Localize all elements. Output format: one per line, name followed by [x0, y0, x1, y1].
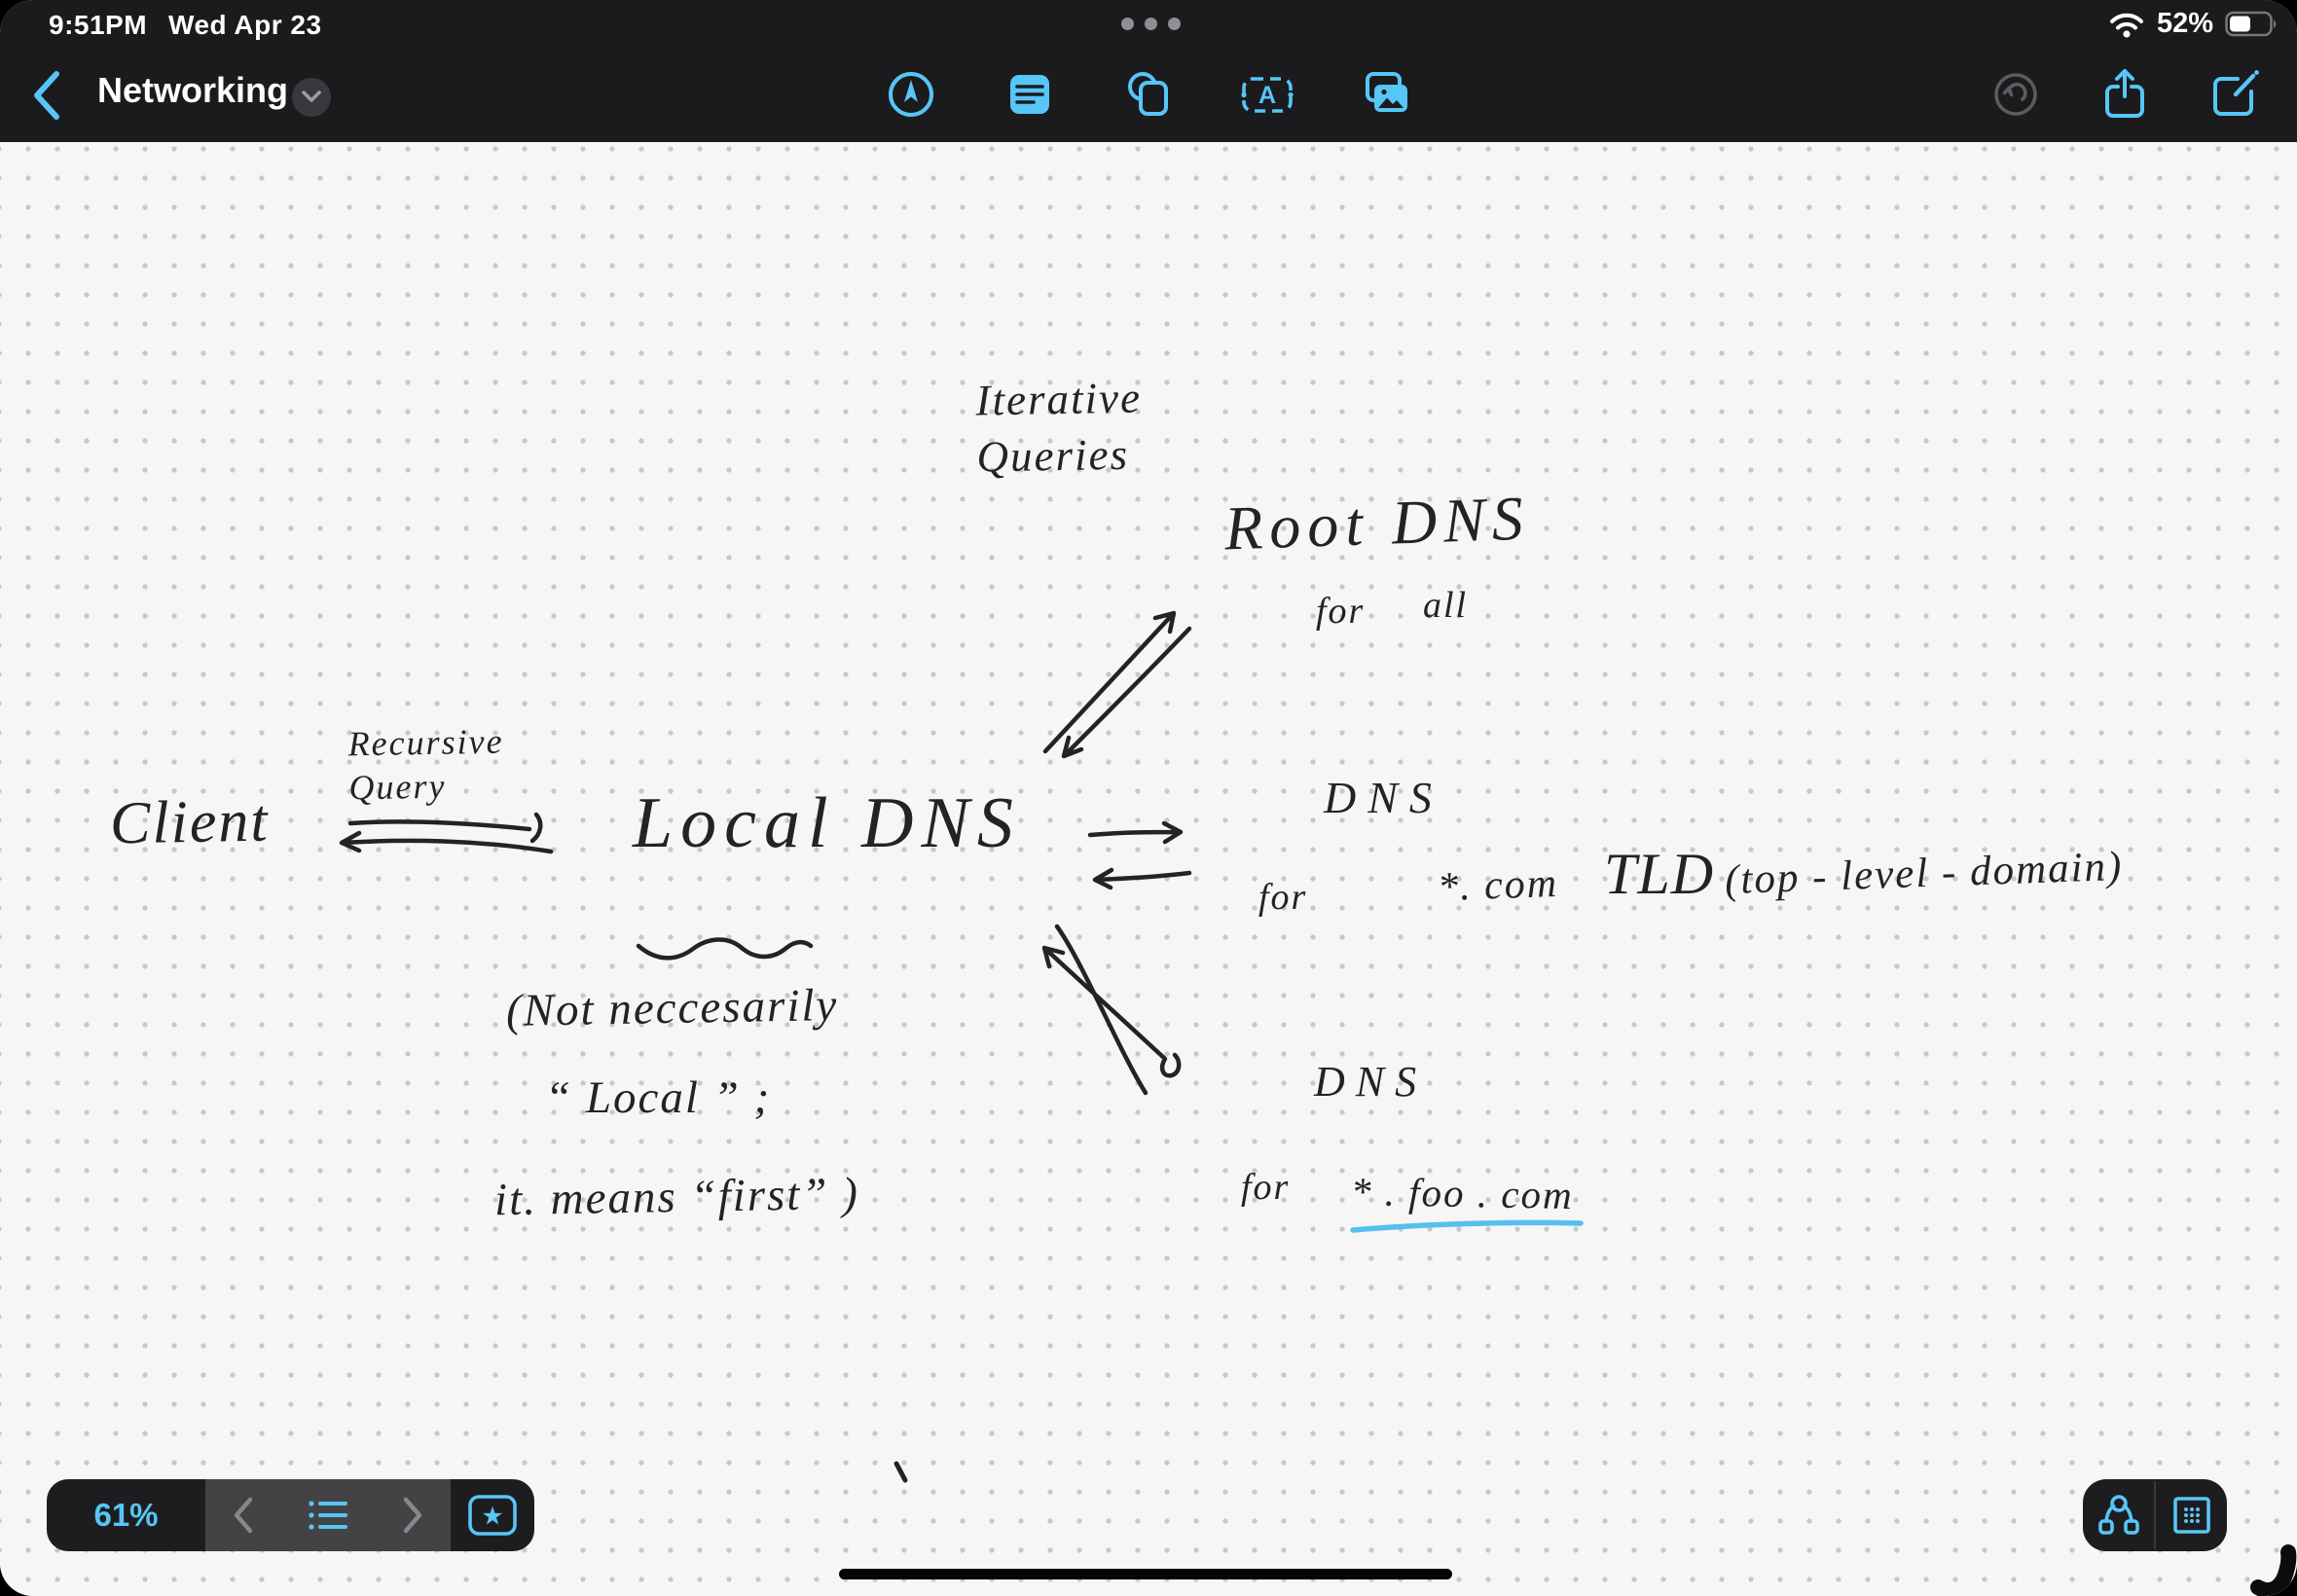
- share-button[interactable]: [2096, 66, 2153, 123]
- share-icon: [2105, 69, 2144, 118]
- photos-icon: [1366, 72, 1407, 112]
- undo-button[interactable]: [1987, 66, 2044, 123]
- page-list-button[interactable]: [308, 1498, 348, 1533]
- document-title: Networking: [97, 70, 289, 110]
- hw-root-all: all: [1423, 585, 1469, 626]
- status-bar: 9:51PM Wed Apr 23 52%: [0, 0, 2297, 47]
- hw-sub-dns: DNS: [1314, 1058, 1428, 1106]
- wifi-icon: [2108, 10, 2145, 39]
- star-icon: ★: [468, 1495, 517, 1536]
- top-bar: 9:51PM Wed Apr 23 52%: [0, 0, 2297, 142]
- page-template-button[interactable]: [2156, 1479, 2227, 1551]
- hw-client: Client: [109, 787, 271, 857]
- hw-tld-abbrev: TLD: [1604, 842, 1715, 906]
- hw-aside-line1: (Not neccesarily: [505, 980, 839, 1036]
- back-button[interactable]: [25, 68, 68, 123]
- new-note-button[interactable]: [2206, 66, 2262, 123]
- list-icon: [309, 1501, 347, 1530]
- battery-icon: [2225, 11, 2279, 38]
- compose-icon: [2213, 70, 2259, 116]
- pen-compass-tool-button[interactable]: [883, 66, 939, 123]
- hw-aside-line3: it. means “first” ): [493, 1168, 860, 1226]
- hw-iterative: Iterative: [975, 373, 1143, 425]
- hw-recursive-query: Recursive Query: [347, 721, 504, 810]
- zoom-level-button[interactable]: 61%: [47, 1479, 205, 1551]
- hw-sub-for: for: [1241, 1167, 1291, 1208]
- home-indicator[interactable]: [839, 1569, 1452, 1579]
- dot-grid-page-icon: [2172, 1497, 2210, 1534]
- hw-iterative-queries: Iterative Queries: [975, 372, 1143, 484]
- bottom-right-bar: [2083, 1479, 2227, 1551]
- favorites-button[interactable]: ★: [451, 1479, 534, 1551]
- hw-query: Query: [348, 766, 447, 808]
- shapes-tool-button[interactable]: [1120, 66, 1177, 123]
- notes-outline-button[interactable]: [1002, 66, 1058, 123]
- insert-image-button[interactable]: [1358, 66, 1414, 123]
- shapes-icon: [1128, 72, 1168, 116]
- hw-root-for: for: [1316, 591, 1366, 632]
- text-box-icon: A: [1241, 77, 1294, 113]
- next-page-button[interactable]: [400, 1496, 425, 1535]
- hw-local-dns: Local DNS: [633, 783, 1021, 863]
- hw-aside-line2: “ Local ” ;: [545, 1072, 772, 1123]
- tool-strip: A: [0, 66, 2297, 123]
- compass-icon: [889, 72, 933, 117]
- text-tool-button[interactable]: A: [1239, 66, 1295, 123]
- hw-root-dns: Root DNS: [1222, 483, 1531, 563]
- battery-percent: 52%: [2156, 8, 2213, 39]
- nav-row: Networking: [0, 47, 2297, 142]
- undo-icon: [1994, 73, 2037, 116]
- notes-icon: [1010, 75, 1049, 114]
- multitask-dots-handle[interactable]: [1121, 18, 1181, 30]
- status-time: 9:51PM: [49, 10, 148, 40]
- hw-queries: Queries: [976, 429, 1130, 482]
- text-tool-letter: A: [1258, 82, 1276, 109]
- star-glyph: ★: [481, 1503, 503, 1532]
- divider: [2154, 1481, 2156, 1549]
- mindmap-icon: [2097, 1495, 2139, 1535]
- hw-tld-for: for: [1258, 877, 1308, 918]
- mindmap-view-button[interactable]: [2083, 1479, 2154, 1551]
- right-tools: [1987, 66, 2262, 123]
- status-date: Wed Apr 23: [168, 10, 322, 40]
- hw-sub-pattern: * . foo . com: [1350, 1169, 1575, 1217]
- title-dropdown-button[interactable]: [292, 78, 331, 117]
- chevron-down-icon: [302, 91, 321, 102]
- hw-recursive: Recursive: [347, 721, 504, 764]
- prev-page-button[interactable]: [231, 1496, 256, 1535]
- hw-tld-pattern: *. com: [1437, 860, 1559, 911]
- bottom-zoom-bar: 61% ★: [47, 1479, 534, 1551]
- hw-tld-dns: DNS: [1324, 773, 1443, 822]
